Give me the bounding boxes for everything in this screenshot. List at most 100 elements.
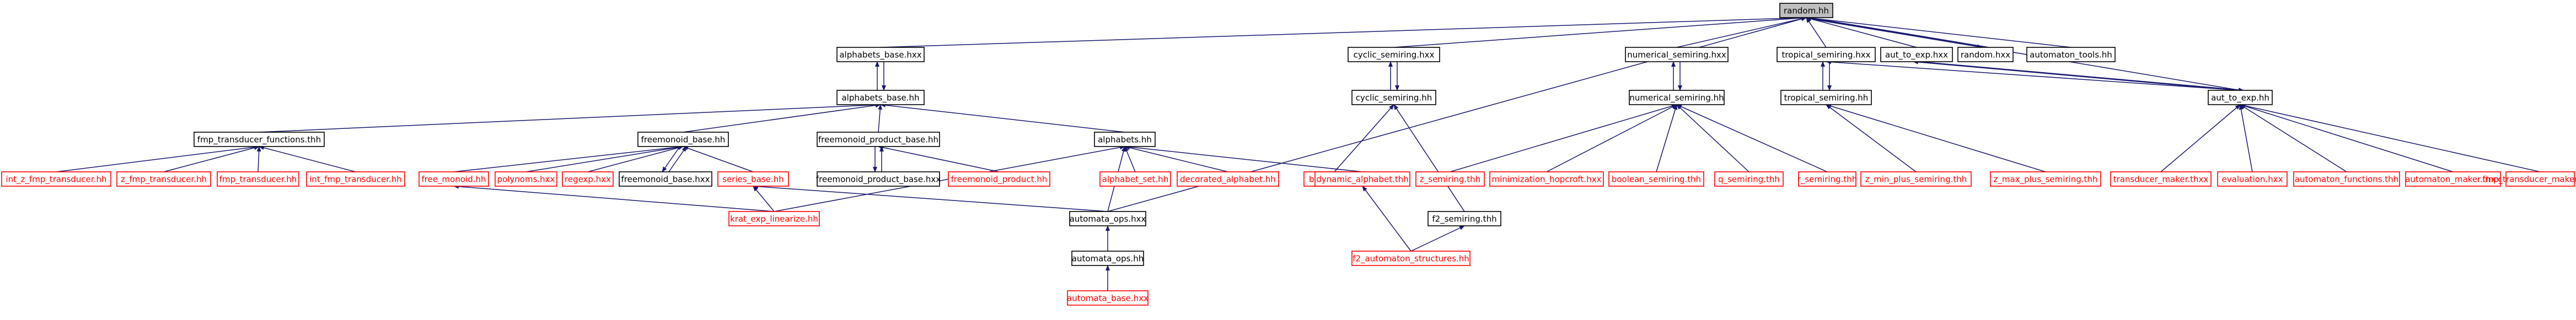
node-box [116,171,211,187]
node-fmp-transducer-hh[interactable]: fmp_transducer.hh [217,171,299,187]
node-alphabets-base-hxx[interactable]: alphabets_base.hxx [836,47,925,62]
node-box [948,171,1050,187]
node-z-fmp-transducer-hh[interactable]: z_fmp_transducer.hh [116,171,211,187]
node-box [1798,171,1856,187]
node-label: automata_base.hxx [1067,294,1149,304]
edge-freemonoid-base-hh-to-alphabets-base-hh [683,103,881,133]
node-automaton-tools-hh[interactable]: automaton_tools.hh [2026,47,2116,62]
node-label: free_monoid.hh [421,175,486,185]
node-cyclic-semiring-hxx[interactable]: cyclic_semiring.hxx [1348,47,1440,62]
node-automata-ops-hh[interactable]: automata_ops.hh [1071,251,1144,266]
node-box [619,171,712,187]
node-box [1427,211,1501,226]
node-box [637,132,729,147]
node-random-hh[interactable]: random.hh [1779,3,1833,18]
node-box [1177,171,1279,187]
node-alphabets-base-hh[interactable]: alphabets_base.hh [836,90,925,105]
node-label: z_min_plus_semiring.thh [1865,175,1967,185]
node-z-max-plus-semiring-thh[interactable]: z_max_plus_semiring.thh [1990,171,2101,187]
node-aut-to-exp-hxx[interactable]: aut_to_exp.hxx [1880,47,1953,62]
node-freemonoid-product-base-hxx[interactable]: freemonoid_product_base.hxx [816,171,941,187]
node-boolean-semiring-thh[interactable]: boolean_semiring.thh [1608,171,1704,187]
node-z-min-plus-semiring-thh[interactable]: z_min_plus_semiring.thh [1860,171,1972,187]
node-tropical-semiring-hxx[interactable]: tropical_semiring.hxx [1777,47,1876,62]
node-automata-ops-hxx[interactable]: automata_ops.hxx [1069,211,1146,226]
node-automaton-maker-thxx[interactable]: automaton_maker.thxx [2405,171,2501,187]
node-label: aut_to_exp.hh [2211,93,2269,104]
node-alphabet-set-hh[interactable]: alphabet_set.hh [1099,171,1171,187]
node-label: alphabet_set.hh [1102,175,1168,185]
node-alphabets-hh[interactable]: alphabets.hh [1094,132,1156,147]
node-box [2026,47,2116,62]
node-automata-base-hxx[interactable]: automata_base.hxx [1067,290,1149,306]
node-label: cyclic_semiring.hh [1356,93,1432,104]
nodes-layer: random.hh alphabets_base.hxx cyclic_semiri… [1,3,2576,306]
node-random-hxx[interactable]: random.hxx [1957,47,2014,62]
node-freemonoid-base-hh[interactable]: freemonoid_base.hh [637,132,729,147]
node-freemonoid-product-base-hh[interactable]: freemonoid_product_base.hh [817,132,940,147]
node-box [717,171,789,187]
node-box [1608,171,1704,187]
edge-dynamic-alphabet-thh-to-alphabets-hh [1124,144,1363,172]
node-box [1351,90,1436,105]
edge-freemonoid-product-hh-to-freemonoid-product-base-hh [878,145,1000,172]
edge-int-fmp-transducer-hh-to-fmp-transducer-functions-thh [259,145,356,172]
node-label: cyclic_semiring.hxx [1354,50,1435,61]
node-box [1099,171,1171,187]
node-box [1625,47,1729,62]
node-box [495,171,557,187]
node-freemonoid-base-hxx[interactable]: freemonoid_base.hxx [619,171,712,187]
node-aut-to-exp-hh[interactable]: aut_to_exp.hh [2208,90,2273,105]
node-f2-automaton-structures-hh[interactable]: f2_automaton_structures.hh [1351,251,1471,266]
node-automaton-functions-thh[interactable]: automaton_functions.thh [2293,171,2400,187]
edge-regexp-hxx-to-freemonoid-base-hh [587,145,684,172]
node-tropical-semiring-hh[interactable]: tropical_semiring.hh [1780,90,1872,105]
node-label: tropical_semiring.hxx [1782,50,1871,61]
edge-series-base-hh-to-freemonoid-base-hh [683,146,754,172]
edge-automaton-functions-thh-to-aut-to-exp-hh [2240,104,2347,172]
edge-free-monoid-hh-to-freemonoid-base-hh [453,145,684,172]
node-fmp-transducer-maker-thxx[interactable]: fmp_transducer_maker.thxx [2482,171,2576,187]
edge-minimization-hopcroft-hxx-to-numerical-semiring-hh [1546,104,1677,172]
node-label: freemonoid_product_base.hh [818,135,938,145]
node-label: alphabets_base.hh [841,93,919,104]
node-transducer-maker-thxx[interactable]: transducer_maker.thxx [2110,171,2212,187]
node-r-semiring-thh[interactable]: r_semiring.thh [1797,171,1858,187]
node-z-semiring-thh[interactable]: z_semiring.thh [1415,171,1485,187]
node-series-base-hh[interactable]: series_base.hh [717,171,789,187]
node-label: regexp.hxx [565,175,611,185]
edge-aut-to-exp-hh-to-random-hh [1806,16,2241,91]
node-dynamic-alphabet-thh[interactable]: dynamic_alphabet.thh [1314,171,1410,187]
node-free-monoid-hh[interactable]: free_monoid.hh [418,171,489,187]
edge-automaton-tools-hh-to-random-hh [1806,16,2071,48]
node-box [1990,171,2101,187]
node-box [1348,47,1440,62]
node-box [1067,290,1149,306]
node-numerical-semiring-hh[interactable]: numerical_semiring.hh [1629,90,1725,105]
node-label: alphabets_base.hxx [839,50,921,61]
node-fmp-transducer-functions-thh[interactable]: fmp_transducer_functions.thh [194,132,325,147]
node-minimization-hopcroft-hxx[interactable]: minimization_hopcroft.hxx [1489,171,1604,187]
node-label: fmp_transducer.hh [219,175,297,185]
node-polynoms-hxx[interactable]: polynoms.hxx [495,171,557,187]
edge-z-min-plus-semiring-thh-to-tropical-semiring-hh [1826,104,1917,172]
node-label: transducer_maker.thxx [2113,175,2209,185]
edge-random-hxx-to-random-hh [1809,16,1989,48]
node-f2-semiring-thh[interactable]: f2_semiring.thh [1427,211,1501,226]
node-decorated-alphabet-hh[interactable]: decorated_alphabet.hh [1177,171,1279,187]
node-numerical-semiring-hxx[interactable]: numerical_semiring.hxx [1625,47,1729,62]
edge-fmp-transducer-maker-thxx-to-aut-to-exp-hh [2240,104,2541,172]
node-evaluation-hxx[interactable]: evaluation.hxx [2217,171,2288,187]
node-q-semiring-thh[interactable]: q_semiring.thh [1714,171,1784,187]
node-int-fmp-transducer-hh[interactable]: int_fmp_transducer.hh [306,171,405,187]
edge-z-max-plus-semiring-thh-to-tropical-semiring-hh [1826,104,2046,172]
node-label: minimization_hopcroft.hxx [1492,175,1602,185]
node-krat-exp-linearize-hh[interactable]: krat_exp_linearize.hh [728,211,820,226]
node-freemonoid-product-hh[interactable]: freemonoid_product.hh [948,171,1050,187]
node-box [728,211,820,226]
node-regexp-hxx[interactable]: regexp.hxx [562,171,614,187]
edge-alphabet-set-hh-to-alphabets-hh [1124,146,1136,172]
node-cyclic-semiring-hh[interactable]: cyclic_semiring.hh [1351,90,1436,105]
node-int-z-fmp-transducer-hh[interactable]: int_z_fmp_transducer.hh [1,171,111,187]
